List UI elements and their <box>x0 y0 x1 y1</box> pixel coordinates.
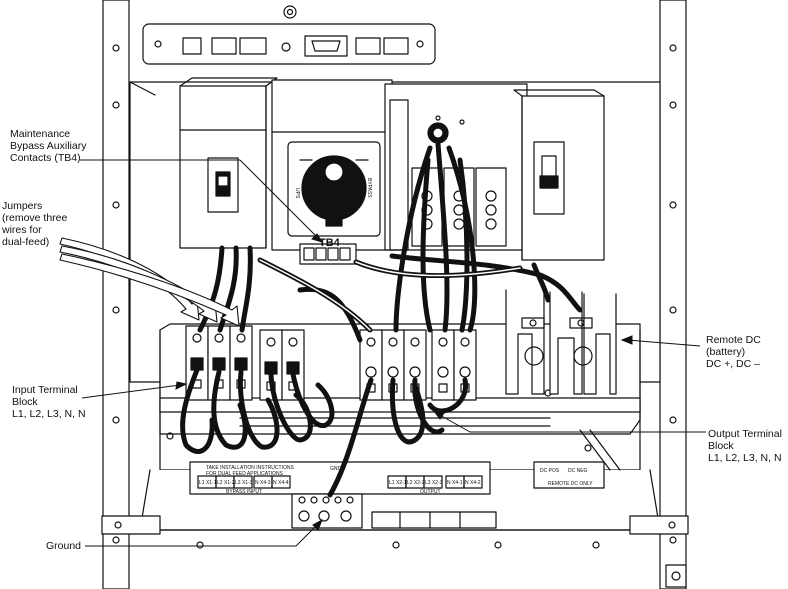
leader-lines <box>80 159 706 547</box>
jumper-arrows <box>59 237 240 327</box>
callout-line: Remote DC <box>706 334 761 346</box>
tb4-label: TB4 <box>319 237 341 249</box>
callout-line: Block <box>12 396 38 408</box>
dc-neg-label: DC NEG <box>568 468 588 474</box>
callout-line: L1, L2, L3, N, N <box>12 408 86 420</box>
install-note-2: FOR DUAL FEED APPLICATIONS <box>206 471 284 477</box>
terminal-label: L1 X2-1 <box>389 480 407 486</box>
bypass-input-label: BYPASS INPUT <box>226 489 262 495</box>
dc-pos-label: DC POS <box>540 468 560 474</box>
terminal-label: N X4-4 <box>273 480 289 486</box>
ups-label: UPS <box>294 188 300 199</box>
install-note-1: TAKE INSTALLATION INSTRUCTIONS <box>206 465 294 471</box>
callout-line: Bypass Auxiliary <box>10 140 87 152</box>
left-rail <box>102 0 130 589</box>
maintenance-bypass-callout: Maintenance Bypass Auxiliary Contacts (T… <box>10 128 86 164</box>
remote-dc-small-label: REMOTE DC ONLY <box>548 481 593 487</box>
gnd-label: GND <box>330 466 342 472</box>
terminal-label: L2 X1-2 <box>217 480 235 486</box>
input-terminal-callout: Input Terminal Block L1, L2, L3, N, N <box>12 384 86 420</box>
terminal-label: N X4-2 <box>465 480 481 486</box>
right-rail <box>659 0 687 589</box>
output-terminal-callout: Output Terminal Block L1, L2, L3, N, N <box>708 428 782 464</box>
callout-line: dual-feed) <box>2 236 50 248</box>
terminal-label: L3 X1-3 <box>235 480 253 486</box>
callout-line: Input Terminal <box>12 384 78 396</box>
terminal-label: N X4-3 <box>255 480 271 486</box>
input-breaker <box>179 85 267 249</box>
output-terminal-block <box>359 329 477 401</box>
callout-line: Jumpers <box>2 200 43 212</box>
callout-line: Ground <box>46 540 82 552</box>
callout-line: (battery) <box>706 346 746 358</box>
jumpers-callout: Jumpers (remove three wires for dual-fee… <box>2 200 67 248</box>
callout-line: Maintenance <box>10 128 71 140</box>
remote-dc-terminals <box>505 289 617 395</box>
dc-breaker <box>521 95 605 261</box>
terminal-label: L2 X2-2 <box>407 480 425 486</box>
terminal-label: L1 X1-1 <box>199 480 217 486</box>
dc-label-plate <box>533 461 605 489</box>
callout-line: wires for <box>2 224 42 236</box>
callout-line: DC +, DC – <box>706 358 760 370</box>
callout-line: Block <box>708 440 734 452</box>
callout-line: Output Terminal <box>708 428 782 440</box>
bypass-label: BYPASS <box>366 178 372 198</box>
output-label: OUTPUT <box>420 489 441 495</box>
remote-dc-callout: Remote DC (battery) DC +, DC – <box>706 334 761 370</box>
terminal-label: L3 X2-3 <box>425 480 443 486</box>
terminal-label: N X4-1 <box>447 480 463 486</box>
callout-line: (remove three <box>2 212 68 224</box>
input-terminal-block <box>185 325 305 401</box>
callout-line: Contacts (TB4) <box>10 152 81 164</box>
ground-callout: Ground <box>46 540 81 552</box>
callout-line: L1, L2, L3, N, N <box>708 452 782 464</box>
